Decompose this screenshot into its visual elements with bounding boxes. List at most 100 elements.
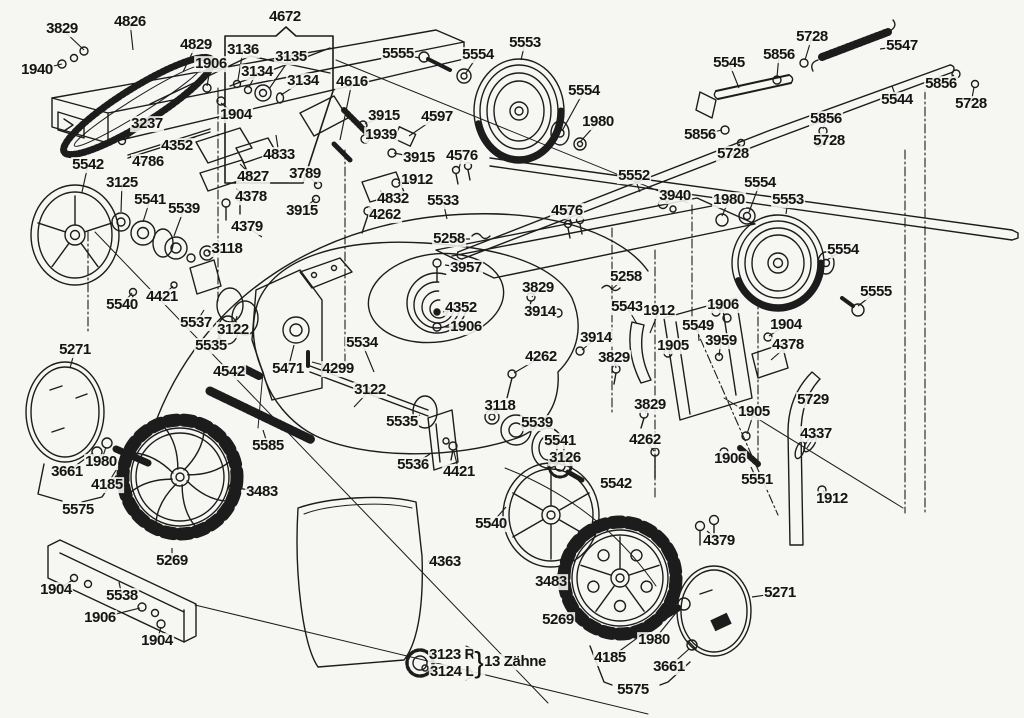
part-label-5729: 5729 — [796, 391, 830, 409]
part-label-1904: 1904 — [39, 581, 73, 599]
part-label-5471: 5471 — [271, 360, 305, 378]
part-label-3118: 3118 — [210, 240, 244, 258]
part-label-3134: 3134 — [286, 72, 320, 90]
part-label-5271: 5271 — [58, 341, 92, 359]
part-label-3661: 3661 — [652, 658, 686, 676]
part-label-5554: 5554 — [826, 241, 860, 259]
part-label-4262: 4262 — [628, 431, 662, 449]
part-label-5728: 5728 — [812, 132, 846, 150]
part-label-5534: 5534 — [345, 334, 379, 352]
part-label-5258: 5258 — [432, 230, 466, 248]
top-wheel-assembly — [418, 51, 587, 164]
right-wheel-assembly — [715, 207, 865, 317]
part-label-3124-l: 3124 L — [428, 663, 476, 681]
left-tread-wheel — [116, 413, 244, 541]
part-label-3915: 3915 — [285, 202, 319, 220]
part-label-1940: 1940 — [20, 61, 54, 79]
part-label-3122: 3122 — [353, 381, 387, 399]
part-label-5856: 5856 — [809, 110, 843, 128]
part-label-5554: 5554 — [567, 82, 601, 100]
part-label-3829: 3829 — [633, 396, 667, 414]
part-label-4379: 4379 — [230, 218, 264, 236]
part-label-5552: 5552 — [617, 167, 651, 185]
part-label-4576: 4576 — [445, 147, 479, 165]
part-label-1904: 1904 — [769, 316, 803, 334]
part-label-5535: 5535 — [194, 337, 228, 355]
part-label-5538: 5538 — [105, 587, 139, 605]
part-label-1912: 1912 — [642, 302, 676, 320]
part-label-4185: 4185 — [593, 649, 627, 667]
part-label-5856: 5856 — [924, 75, 958, 93]
part-label-4672: 4672 — [268, 8, 302, 26]
part-label-4352: 4352 — [160, 137, 194, 155]
part-label-5543: 5543 — [610, 298, 644, 316]
part-label-4378: 4378 — [771, 336, 805, 354]
part-label-1905: 1905 — [737, 403, 771, 421]
part-label-4337: 4337 — [799, 425, 833, 443]
part-label-4185: 4185 — [90, 476, 124, 494]
part-label-3122: 3122 — [216, 321, 250, 339]
part-label-3940: 3940 — [658, 187, 692, 205]
part-label-5258: 5258 — [609, 268, 643, 286]
part-label-1980: 1980 — [581, 113, 615, 131]
part-label-4262: 4262 — [524, 348, 558, 366]
front-discharge-panel — [296, 496, 424, 668]
part-label-1912: 1912 — [400, 171, 434, 189]
part-label-5539: 5539 — [520, 414, 554, 432]
part-label-4827: 4827 — [236, 168, 270, 186]
part-label-4352: 4352 — [444, 299, 478, 317]
part-label-3237: 3237 — [130, 115, 164, 133]
leader-line — [339, 81, 353, 141]
part-label-4576: 4576 — [550, 202, 584, 220]
part-label-3125: 3125 — [105, 174, 139, 192]
part-label-4363: 4363 — [428, 553, 462, 571]
part-label-4299: 4299 — [321, 360, 355, 378]
part-label-4421: 4421 — [145, 288, 179, 306]
part-label-3829: 3829 — [521, 279, 555, 297]
part-label-3118: 3118 — [483, 397, 517, 415]
part-label-1905: 1905 — [656, 337, 690, 355]
part-label-1904: 1904 — [140, 632, 174, 650]
part-label-1904: 1904 — [219, 106, 253, 124]
part-label-3126: 3126 — [548, 449, 582, 467]
part-label-1939: 1939 — [364, 126, 398, 144]
part-label-5728: 5728 — [795, 28, 829, 46]
part-label-3789: 3789 — [288, 165, 322, 183]
part-label-4421: 4421 — [442, 463, 476, 481]
part-label--: } — [473, 646, 485, 680]
part-label-3483: 3483 — [245, 483, 279, 501]
part-label-3957: 3957 — [449, 259, 483, 277]
threaded-rod — [205, 386, 317, 445]
part-label-5555: 5555 — [381, 45, 415, 63]
part-label-5728: 5728 — [716, 145, 750, 163]
part-label-5269: 5269 — [155, 552, 189, 570]
part-label-5537: 5537 — [179, 314, 213, 332]
part-label-3829: 3829 — [597, 349, 631, 367]
part-label-5541: 5541 — [543, 432, 577, 450]
part-label-1906: 1906 — [194, 55, 228, 73]
part-label-5540: 5540 — [474, 515, 508, 533]
part-label-4262: 4262 — [368, 206, 402, 224]
part-label-5533: 5533 — [426, 192, 460, 210]
part-label-3959: 3959 — [704, 332, 738, 350]
part-label-3135: 3135 — [274, 48, 308, 66]
part-label-5856: 5856 — [683, 126, 717, 144]
part-label-4379: 4379 — [702, 532, 736, 550]
part-label-1906: 1906 — [83, 609, 117, 627]
part-label-5553: 5553 — [771, 191, 805, 209]
part-label-1912: 1912 — [815, 490, 849, 508]
part-label-1980: 1980 — [84, 453, 118, 471]
part-label-1980: 1980 — [712, 191, 746, 209]
part-label-1980: 1980 — [637, 631, 671, 649]
part-label-4597: 4597 — [420, 108, 454, 126]
part-label-3914: 3914 — [579, 329, 613, 347]
part-label-3136: 3136 — [226, 41, 260, 59]
part-label-5575: 5575 — [61, 501, 95, 519]
part-label-4826: 4826 — [113, 13, 147, 31]
part-label-5554: 5554 — [743, 174, 777, 192]
part-label-5547: 5547 — [885, 37, 919, 55]
part-label-5728: 5728 — [954, 95, 988, 113]
part-label-5541: 5541 — [133, 191, 167, 209]
